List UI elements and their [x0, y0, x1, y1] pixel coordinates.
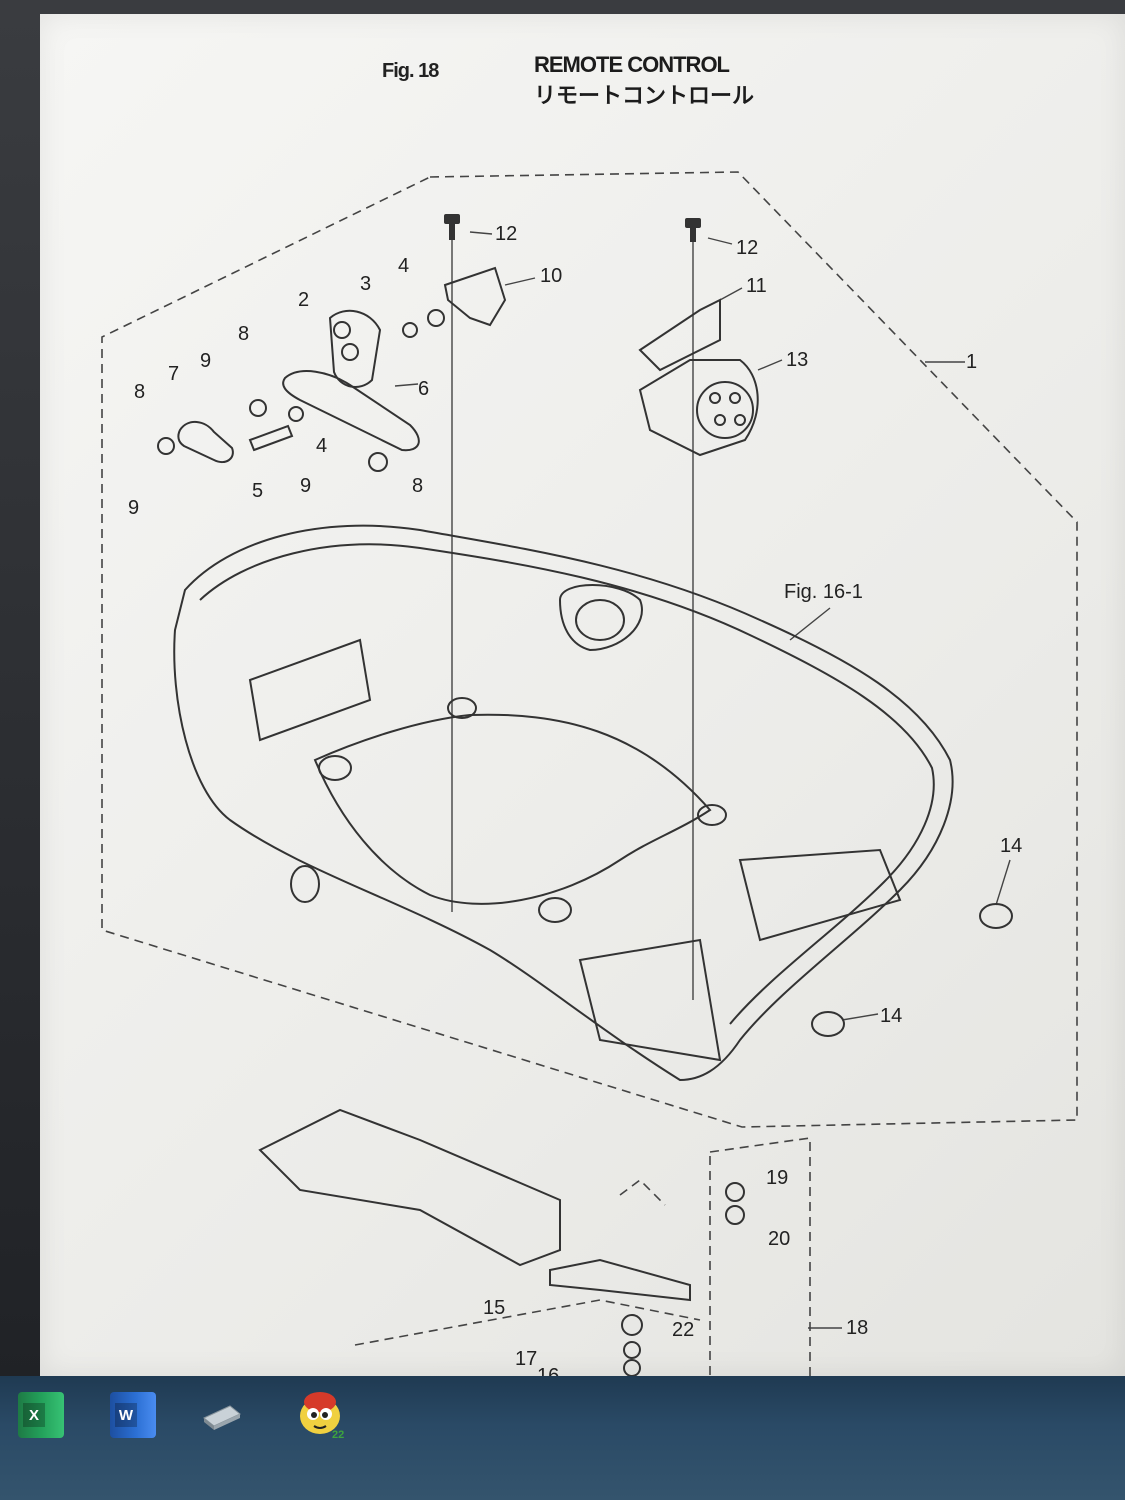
callout-9b: 9: [128, 497, 139, 519]
parts-diagram-document: Fig. 18 REMOTE CONTROL リモートコントロール: [40, 14, 1125, 1376]
callout-18: 18: [846, 1317, 868, 1339]
callout-7: 7: [168, 363, 179, 385]
callout-5: 5: [252, 480, 263, 502]
callout-9c: 9: [300, 475, 311, 497]
assembly-boundary: [101, 171, 1078, 1128]
bracket-10: [443, 266, 507, 327]
figure-number: Fig. 18: [382, 60, 439, 82]
word-letter: W: [115, 1403, 137, 1427]
callout-12a: 12: [495, 223, 517, 245]
diagram-title-ja: リモートコントロール: [534, 83, 755, 108]
mount-bracket-15: [258, 1108, 561, 1267]
character-app-icon: 22: [300, 1392, 344, 1441]
callout-14a: 14: [1000, 835, 1022, 857]
windows-taskbar: X W 22: [0, 1376, 1125, 1500]
callout-12b: 12: [736, 237, 758, 259]
callout-3: 3: [360, 273, 371, 295]
character-app-taskbar-icon[interactable]: 22: [292, 1386, 348, 1442]
callout-11: 11: [746, 275, 767, 297]
callout-17: 17: [515, 1348, 537, 1370]
bracket-11: [638, 298, 721, 372]
ref-figure-label: Fig. 16-1: [784, 581, 863, 603]
callout-1: 1: [966, 351, 977, 373]
excel-letter: X: [23, 1403, 45, 1427]
lever-2: [328, 309, 382, 388]
callout-2: 2: [298, 289, 309, 311]
callout-8b: 8: [134, 381, 145, 403]
callout-9a: 9: [200, 350, 211, 372]
rod-end-7: [177, 421, 234, 464]
callout-4a: 4: [398, 255, 409, 277]
bracket-boundary: [709, 1137, 811, 1376]
scanner-icon: [203, 1405, 241, 1430]
callout-6: 6: [418, 378, 429, 400]
callout-16: 16: [537, 1365, 559, 1376]
bottom-cowling-outline: [173, 524, 954, 1082]
link-arm-6: [282, 370, 420, 452]
cable-housing-13: [638, 359, 759, 457]
callout-4b: 4: [316, 435, 327, 457]
diagram-title-en: REMOTE CONTROL: [534, 52, 730, 77]
app-badge: 22: [332, 1429, 344, 1441]
callout-8a: 8: [238, 323, 249, 345]
callout-10: 10: [540, 265, 562, 287]
callout-15: 15: [483, 1297, 505, 1319]
callout-20a: 20: [768, 1228, 790, 1250]
word-taskbar-icon[interactable]: W: [110, 1392, 156, 1438]
excel-taskbar-icon[interactable]: X: [18, 1392, 64, 1438]
callout-13: 13: [786, 349, 808, 371]
callout-19: 19: [766, 1167, 788, 1189]
exploded-parts-diagram: 1 2 3 4 4 5 6 7 8 8 8 9 9 9 10 11 12 12 …: [101, 171, 1078, 1376]
callout-22: 22: [672, 1319, 694, 1341]
scanner-taskbar-icon[interactable]: [198, 1392, 244, 1438]
callout-8c: 8: [412, 475, 423, 497]
callout-14b: 14: [880, 1005, 902, 1027]
